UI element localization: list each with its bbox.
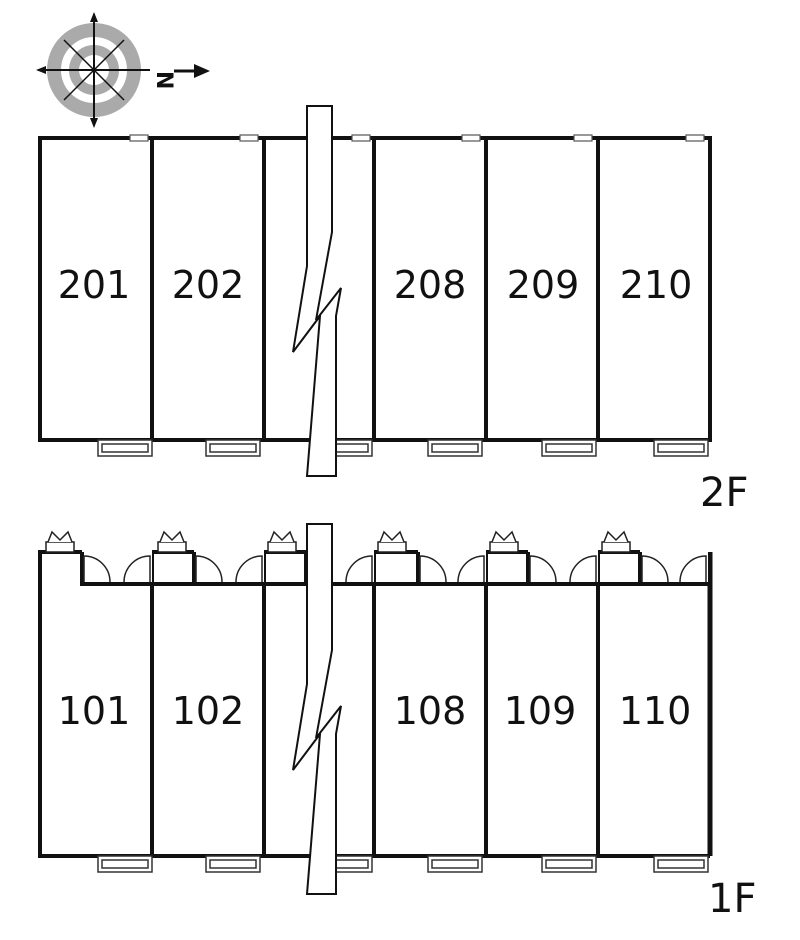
balconies-1f xyxy=(97,855,709,873)
unit-label-101: 101 xyxy=(58,689,131,733)
balconies-2f xyxy=(97,439,709,457)
door-swings-1f xyxy=(83,555,707,583)
floor-label-2f: 2F xyxy=(700,470,748,516)
break-line-2f xyxy=(292,105,342,477)
floor-2f: 201 202 208 209 210 2F xyxy=(38,105,748,516)
compass-north-label: N xyxy=(151,71,176,89)
floor-1f: 101 102 108 109 110 1F xyxy=(38,523,756,922)
unit-202 xyxy=(150,136,266,442)
unit-209 xyxy=(484,136,600,442)
unit-label-209: 209 xyxy=(507,263,580,307)
unit-label-201: 201 xyxy=(58,263,131,307)
unit-label-108: 108 xyxy=(394,689,467,733)
entry-alcoves-1f xyxy=(80,550,710,586)
break-line-1f xyxy=(292,523,342,895)
unit-label-110: 110 xyxy=(619,689,692,733)
window-marks-2f xyxy=(129,134,705,142)
floor-label-1f: 1F xyxy=(708,876,756,922)
unit-label-202: 202 xyxy=(172,263,245,307)
unit-label-109: 109 xyxy=(504,689,577,733)
unit-label-210: 210 xyxy=(620,263,693,307)
meter-boxes-1f xyxy=(45,530,631,553)
compass-rose-icon xyxy=(36,12,210,128)
unit-label-208: 208 xyxy=(394,263,467,307)
unit-label-102: 102 xyxy=(172,689,245,733)
